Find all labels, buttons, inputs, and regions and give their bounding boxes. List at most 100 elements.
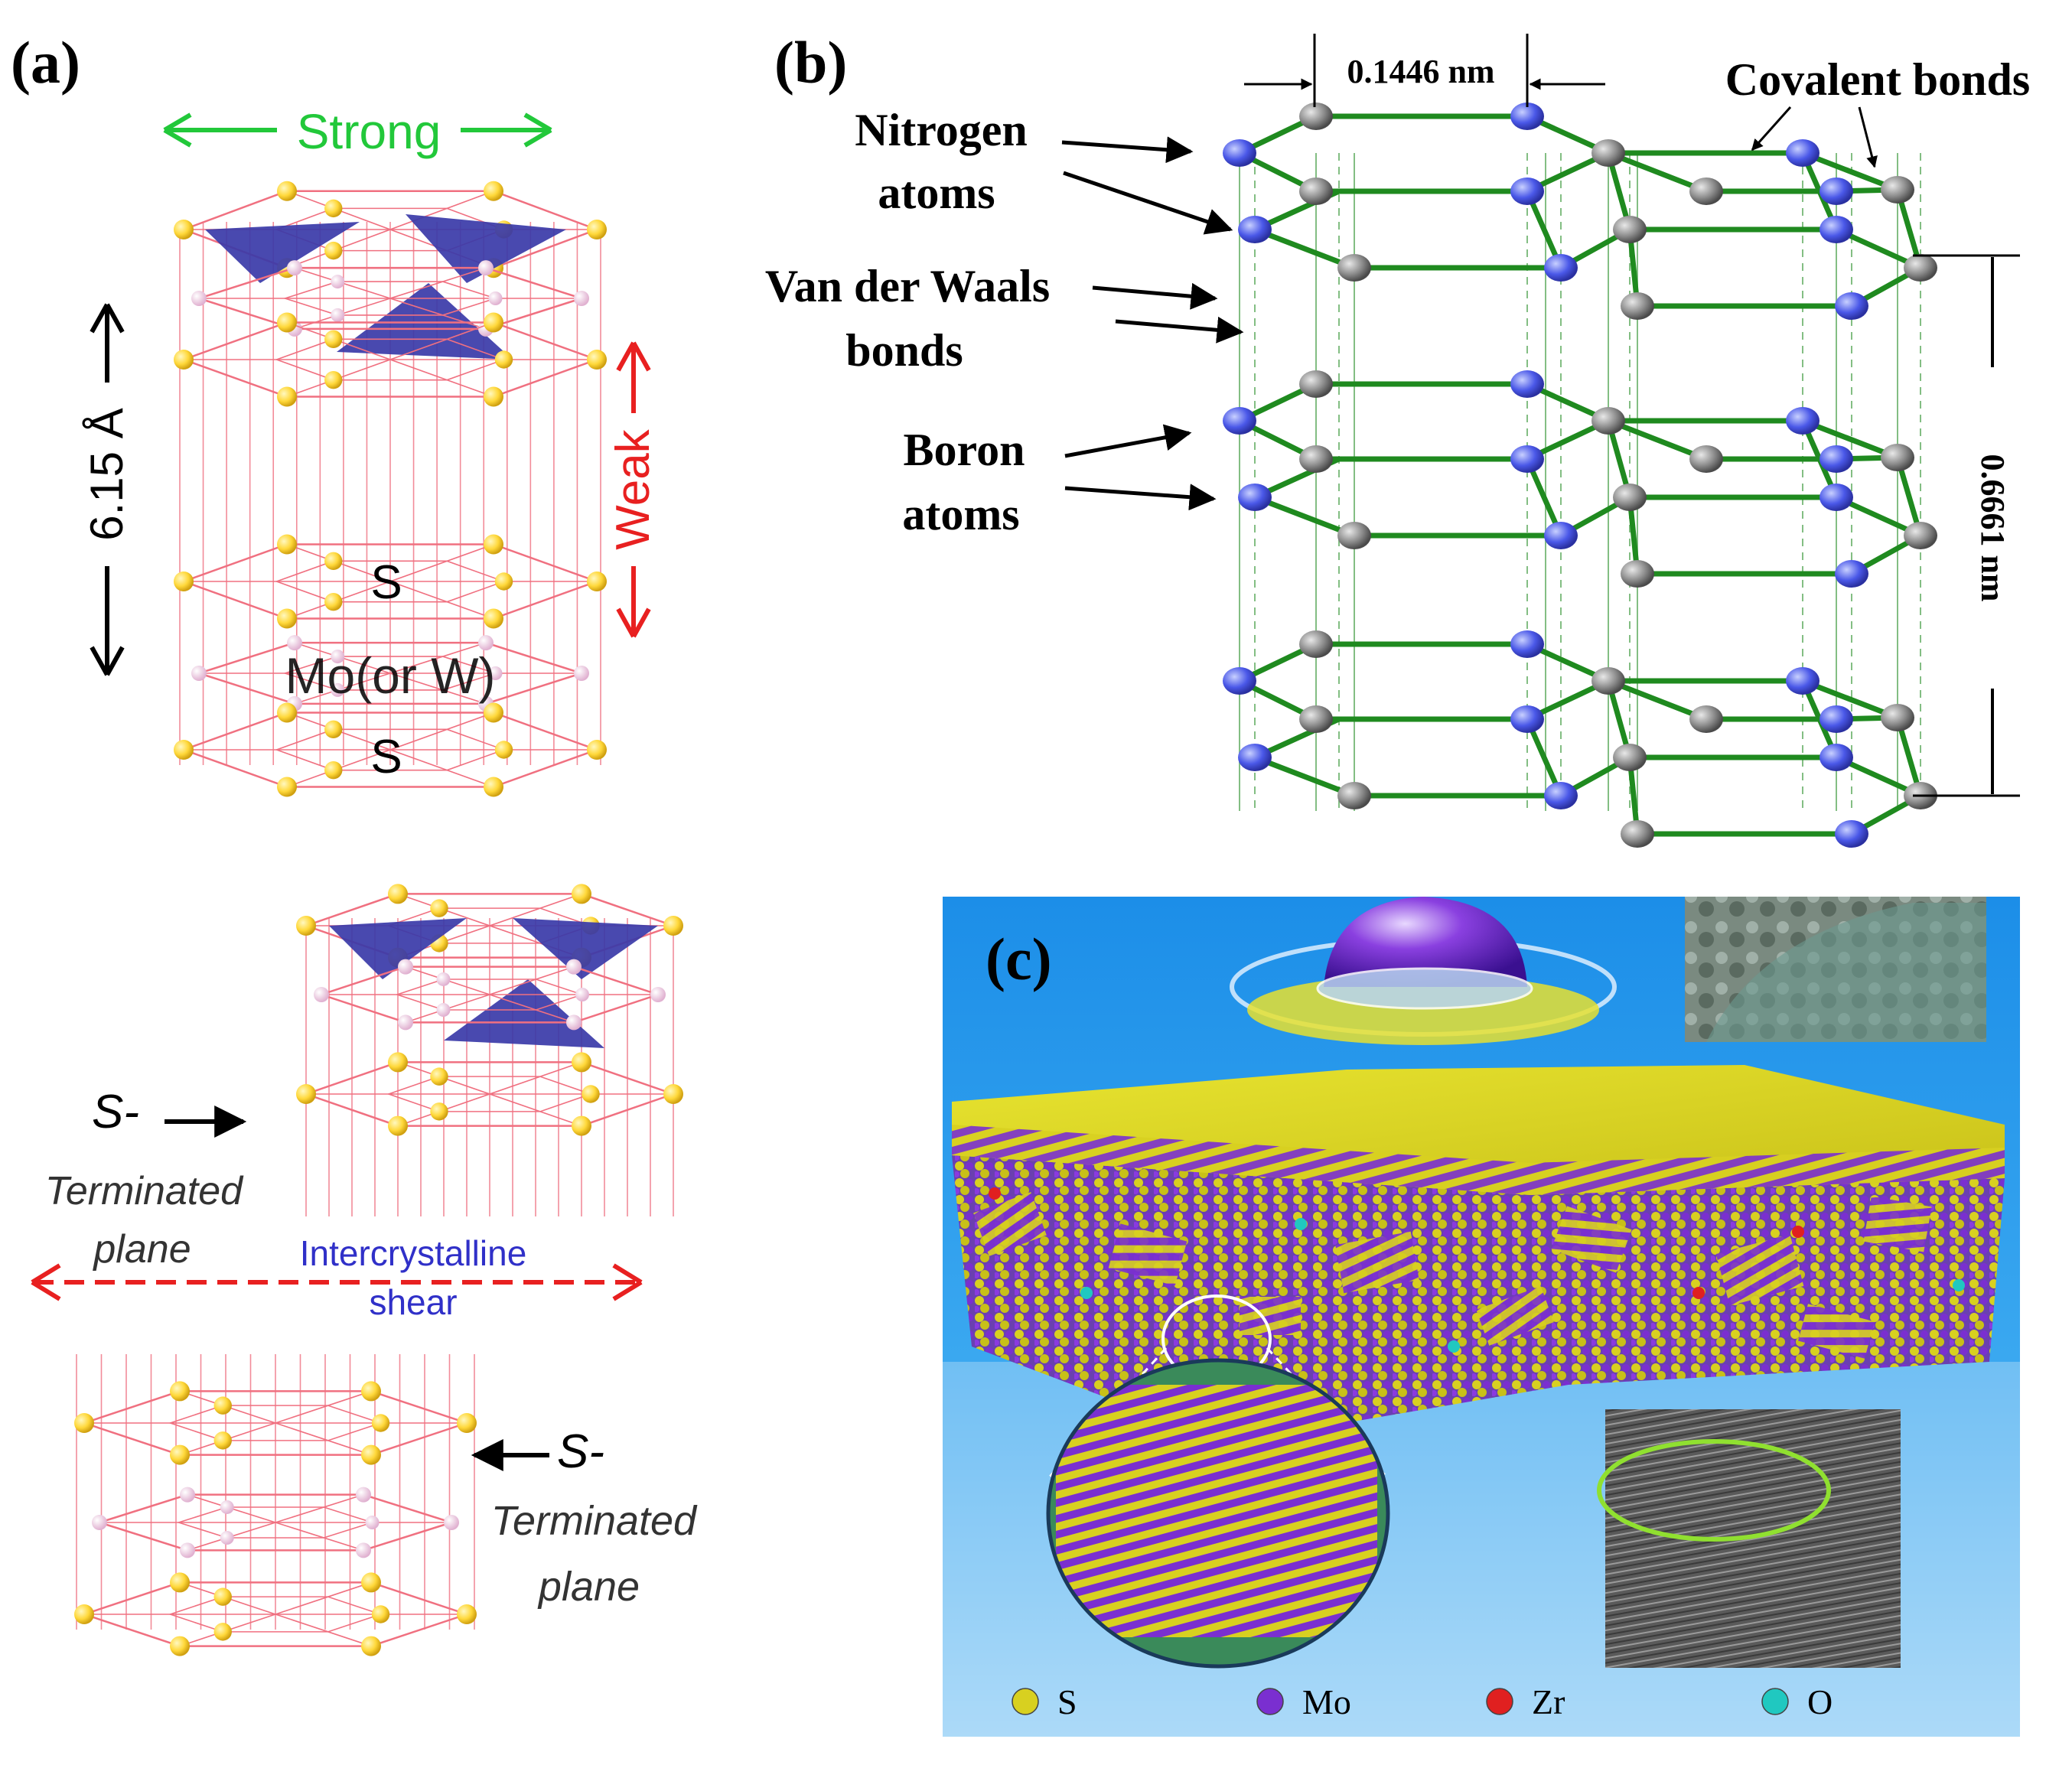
bottom-s-plane-atom	[494, 741, 513, 759]
lower-block-mo-plane-inner	[176, 1506, 375, 1539]
strong-arrow-left-head	[163, 112, 192, 148]
nitrogen-atom	[1510, 705, 1544, 733]
lower-block-s-plane-atom	[170, 1444, 190, 1465]
lower-block-mo-plane-atom	[180, 1487, 195, 1503]
nitrogen-atom	[1820, 177, 1853, 205]
boron-atom	[1621, 820, 1654, 848]
panel-a-label: (a)	[11, 29, 80, 96]
lower-block-mo-plane-atom	[444, 1515, 459, 1530]
boron-atom	[1337, 254, 1371, 282]
hbn-lattice	[1223, 103, 1937, 848]
nitrogen-atom	[1544, 254, 1578, 282]
mid-mo-plane-atom	[488, 666, 503, 680]
nitrogen-atom	[1238, 484, 1272, 511]
boron-atom	[1299, 370, 1333, 398]
upper-block-s-plane-2-inner	[386, 1076, 593, 1112]
lower-block-mo-plane-atom	[365, 1516, 380, 1529]
weak-arrow-bottom-head	[616, 607, 651, 638]
bottom-s-plane-atom	[484, 777, 503, 797]
nitrogen-pointer-2	[1063, 171, 1233, 235]
bottom-s-plane-atom	[324, 720, 343, 739]
lower-block-s-plane-2-atom	[74, 1604, 94, 1624]
weak-label: Weak	[607, 428, 660, 549]
upper-block-mo-plane-diagonal	[405, 966, 575, 1024]
spacing-label: 6.15 Å	[81, 408, 132, 540]
top-mo-plane-atom	[478, 260, 494, 276]
top-mo-plane-atom	[331, 275, 345, 289]
boron-atom	[1689, 705, 1723, 733]
nitrogen-atom	[1510, 177, 1544, 205]
nitrogen-atom	[1820, 216, 1853, 243]
top-s-plane-2-atom	[484, 312, 503, 333]
upper-block-s-plane-atom	[430, 899, 448, 917]
legend-label-o: O	[1807, 1682, 1833, 1721]
boron-atom	[1689, 177, 1723, 205]
crystallite	[1863, 1196, 1932, 1252]
nitrogen-atom	[1238, 744, 1272, 771]
boron-pointer-1	[1064, 424, 1192, 458]
panel-a: (a) Strong 6.15 Å Weak S Mo(or W) S S- T…	[11, 29, 698, 1656]
term-left-line2: plane	[92, 1227, 191, 1272]
crystallite	[973, 1192, 1047, 1256]
upper-block-s-plane-2-atom	[296, 1084, 316, 1104]
covalent-pointer-2	[1858, 106, 1878, 168]
legend-swatch-s	[1012, 1688, 1039, 1715]
panel-b-label: (b)	[774, 29, 847, 96]
crystallite	[1798, 1304, 1875, 1359]
mid-mo-plane-atom	[574, 666, 589, 681]
nitrogen-atom	[1820, 705, 1853, 733]
top-s-plane-atom	[324, 241, 343, 260]
bottom-s-plane-diagonal	[286, 712, 494, 788]
upper-block-s-plane-atom	[296, 916, 316, 936]
prism	[205, 222, 360, 283]
shear-line2: shear	[369, 1282, 457, 1322]
lower-block-s-plane-atom	[361, 1381, 381, 1402]
mid-mo-plane-inner	[282, 656, 498, 691]
upper-block-mo-plane-atom	[575, 988, 589, 1001]
boron-atom	[1613, 484, 1647, 511]
boron-pointer-2	[1064, 484, 1217, 511]
mid-s-plane-inner	[275, 560, 506, 603]
term-right-line1: Terminated	[491, 1498, 698, 1544]
upper-block-s-plane-2-atom	[388, 1052, 408, 1073]
top-s-plane-atom	[587, 220, 607, 239]
upper-block-mo-plane-atom	[566, 959, 582, 975]
boron-atom	[1591, 407, 1625, 435]
nitrogen-atom	[1510, 630, 1544, 658]
top-s-plane-2-inner	[275, 338, 506, 381]
crystallite	[1476, 1286, 1554, 1346]
prism	[329, 918, 467, 979]
mid-s-plane-atom	[587, 572, 607, 591]
lower-block-mo-plane-atom	[356, 1487, 371, 1503]
crystallite	[1335, 1231, 1419, 1294]
mid-s-plane-atom	[484, 608, 503, 629]
lower-block-s-plane-atom	[170, 1381, 190, 1402]
boron-atom	[1299, 630, 1333, 658]
upper-block-mo-plane-atom	[650, 987, 666, 1002]
top-s-plane-2-diagonal	[286, 321, 494, 398]
upper-block-s-plane-2-atom	[572, 1115, 591, 1136]
upper-block-mo-plane-atom	[398, 959, 413, 975]
nitrogen-atom	[1835, 820, 1868, 848]
hbn-layer-3-bond	[1252, 754, 1357, 799]
upper-block-s-plane-atom	[388, 884, 408, 904]
boron-atom	[1904, 254, 1937, 282]
top-s-plane-atom	[484, 181, 503, 201]
mos2-crystals	[74, 181, 683, 1656]
lower-block-s-plane-2-atom	[457, 1604, 477, 1624]
nitrogen-atom	[1786, 667, 1820, 695]
lower-block-s-plane-2-atom	[213, 1588, 232, 1606]
boron-atom	[1613, 216, 1647, 243]
legend-label-zr: Zr	[1532, 1682, 1565, 1721]
spacing-arrow-bottom-head	[90, 646, 125, 676]
top-s-plane-atom	[324, 199, 343, 218]
hbn-layer-3-bond	[1605, 678, 1709, 722]
lower-block-s-plane-2-atom	[361, 1636, 381, 1656]
boron-atom	[1299, 705, 1333, 733]
metal-label: Mo(or W)	[285, 647, 496, 704]
panel-b: (b) 0.1446 nm Covalent bonds Nitrogen at…	[765, 29, 2030, 848]
top-s-plane-diagonal	[286, 191, 494, 269]
mid-s-plane-atom	[277, 534, 297, 555]
upper-block-mo-plane-atom	[398, 1014, 413, 1031]
